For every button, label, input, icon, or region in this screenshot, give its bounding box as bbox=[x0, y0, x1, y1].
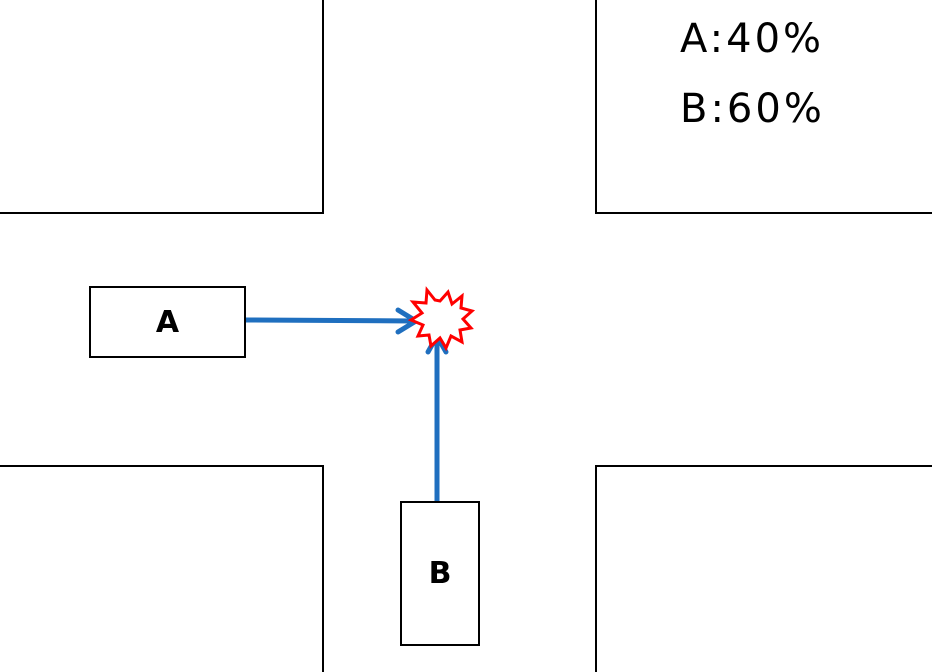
block-bottom-right bbox=[595, 465, 932, 672]
block-top-left bbox=[0, 0, 324, 214]
vehicle-a: A bbox=[89, 286, 246, 358]
vehicle-b-label: B bbox=[428, 556, 452, 591]
vehicle-b: B bbox=[400, 501, 480, 646]
arrow-a bbox=[242, 307, 419, 335]
block-top-right bbox=[595, 0, 932, 214]
ratio-b: B:60% bbox=[680, 86, 825, 132]
block-bottom-left bbox=[0, 465, 324, 672]
arrow-b bbox=[425, 333, 449, 504]
ratio-a: A:40% bbox=[680, 16, 825, 62]
explosion-star-icon bbox=[407, 286, 476, 352]
vehicle-a-label: A bbox=[155, 304, 180, 340]
